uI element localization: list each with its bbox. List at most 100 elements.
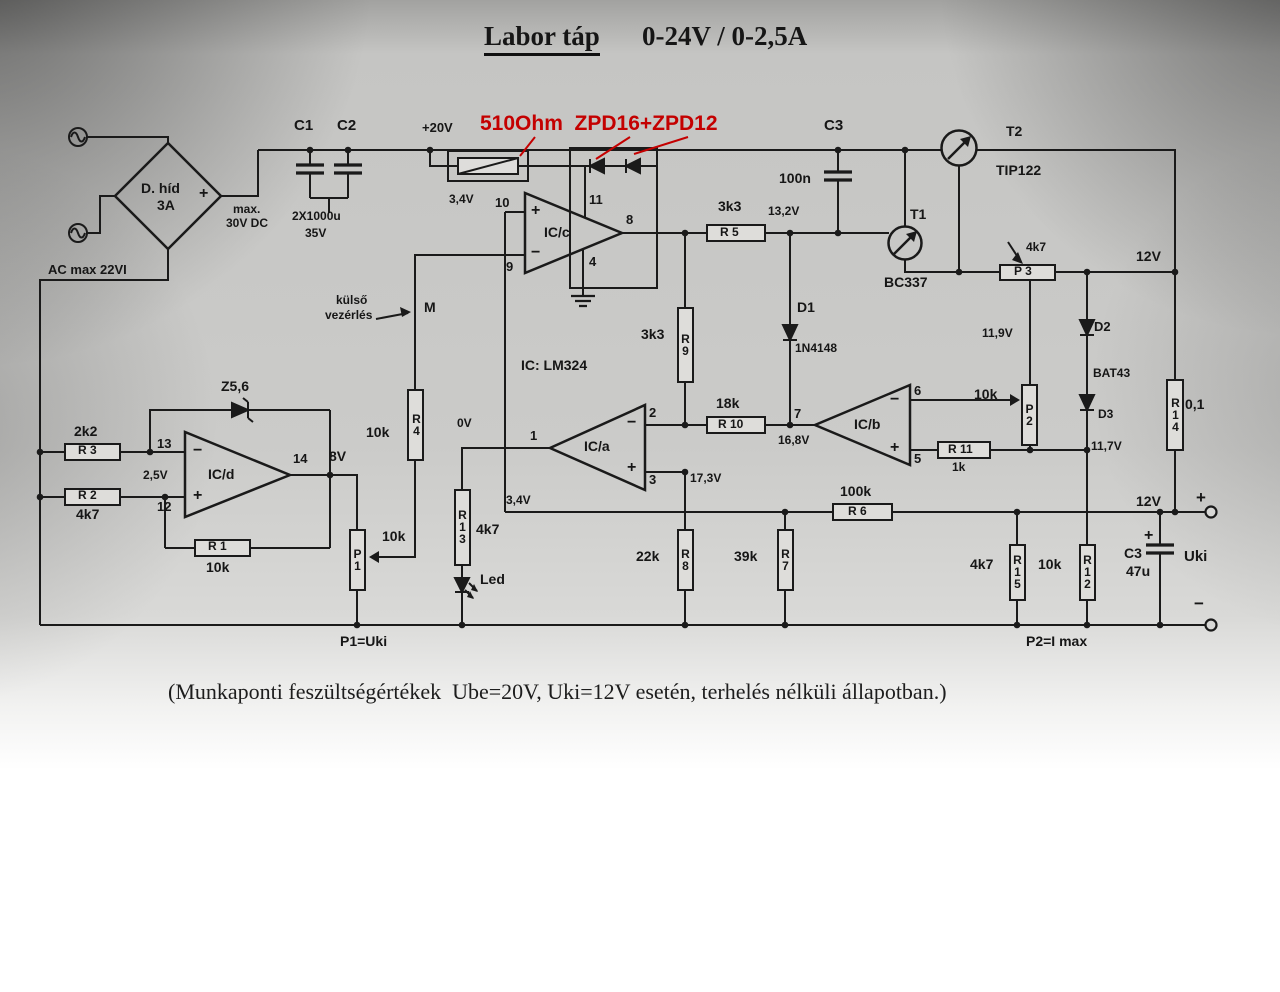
r3-box bbox=[64, 443, 121, 461]
r15-box bbox=[1009, 544, 1026, 601]
r2-box bbox=[64, 488, 121, 506]
bridge-rectifier bbox=[113, 141, 223, 251]
r9-box bbox=[677, 307, 694, 383]
p1-pot-box bbox=[349, 529, 366, 591]
icc-pin11: 11 bbox=[589, 192, 603, 207]
junction-dots bbox=[36, 146, 1179, 629]
v20-label: +20V bbox=[422, 120, 453, 135]
bridge-plus-sign: + bbox=[199, 185, 209, 202]
r14-ref: R14 bbox=[1171, 396, 1180, 435]
bridge-name: D. híd bbox=[141, 180, 180, 196]
opamp-triangles bbox=[183, 191, 912, 519]
ica-pin2: 2 bbox=[649, 405, 657, 420]
r6-value: 100k bbox=[840, 483, 872, 499]
icb-pin7: 7 bbox=[794, 406, 802, 421]
c1-label: C1 bbox=[294, 117, 314, 134]
ica-plus-sign: + bbox=[627, 459, 637, 476]
t1-label: T1 bbox=[910, 206, 927, 222]
p1-function-note: P1=Uki bbox=[340, 633, 388, 649]
c1c2-voltage: 35V bbox=[305, 226, 327, 240]
r15-ref: R15 bbox=[1013, 553, 1022, 592]
ica-minus-sign: − bbox=[627, 414, 637, 431]
icb-pin5: 5 bbox=[914, 451, 922, 466]
icb-pin6: 6 bbox=[914, 383, 922, 398]
r11-ref: R 11 bbox=[948, 442, 973, 456]
r8-value: 22k bbox=[636, 548, 660, 564]
footer-note: (Munkaponti feszültségértékek Ube=20V, U… bbox=[168, 679, 947, 704]
d2-label: D2 bbox=[1094, 319, 1111, 334]
bridge-rating: 3A bbox=[157, 197, 175, 213]
ac-source-icons bbox=[68, 127, 88, 243]
p1-value: 10k bbox=[382, 528, 406, 544]
schematic-title: Labor táp bbox=[484, 21, 600, 56]
r14-value: 0,1 bbox=[1185, 396, 1205, 412]
t1-type: BC337 bbox=[884, 274, 928, 290]
r12-ref: R12 bbox=[1083, 553, 1092, 592]
c3a-label: C3 bbox=[824, 117, 844, 134]
r4-box bbox=[407, 389, 424, 461]
red-leader-lines bbox=[519, 136, 689, 160]
r15-value: 4k7 bbox=[970, 556, 994, 572]
r8-ref: R8 bbox=[681, 547, 690, 574]
ac-input-note: AC max 22VI bbox=[48, 262, 127, 277]
r1-box bbox=[194, 539, 251, 557]
icc-minus-sign: − bbox=[531, 244, 541, 261]
r14-box bbox=[1166, 379, 1184, 451]
icd-pin13: 13 bbox=[157, 436, 172, 451]
r7-ref: R7 bbox=[781, 547, 790, 574]
r13-box bbox=[454, 489, 471, 566]
r7-box bbox=[777, 529, 794, 591]
icb-opamp-icon bbox=[811, 383, 912, 467]
r5-ref: R 5 bbox=[720, 225, 739, 239]
output-minus-sign: − bbox=[1194, 594, 1204, 613]
external-control-line2: vezérlés bbox=[325, 308, 373, 322]
capacitor-plates bbox=[296, 163, 1174, 555]
r11-value: 1k bbox=[952, 460, 966, 474]
p1-ref: P1 bbox=[353, 547, 362, 574]
icb-name: IC/b bbox=[854, 416, 881, 432]
c3b-plus-sign: + bbox=[1144, 527, 1154, 544]
c2-label: C2 bbox=[337, 117, 357, 134]
p3-value: 4k7 bbox=[1026, 240, 1047, 254]
icd-pin14: 14 bbox=[293, 451, 308, 466]
r5-value: 3k3 bbox=[718, 198, 742, 214]
r2-ref: R 2 bbox=[78, 488, 97, 502]
r10-box bbox=[706, 416, 766, 434]
r1-ref: R 1 bbox=[208, 539, 227, 553]
r1-value: 10k bbox=[206, 559, 230, 575]
icc-pin4: 4 bbox=[589, 254, 597, 269]
external-control-line1: külső bbox=[336, 293, 368, 307]
r6-box bbox=[832, 503, 893, 521]
led-icon bbox=[453, 577, 471, 595]
z56-zener-icon bbox=[231, 401, 251, 419]
feedback-v34-label: 3,4V bbox=[506, 493, 531, 507]
r3-value: 2k2 bbox=[74, 423, 98, 439]
d2-diode-icon bbox=[1078, 319, 1096, 338]
icc-opamp-icon bbox=[523, 191, 626, 275]
led-label: Led bbox=[480, 571, 505, 587]
icd-out-voltage: 8V bbox=[329, 448, 347, 464]
icd-opamp-icon bbox=[183, 430, 294, 519]
transistor-icons bbox=[887, 129, 978, 261]
output-terminals bbox=[1204, 505, 1218, 632]
r7-value: 39k bbox=[734, 548, 758, 564]
t2-transistor-icon bbox=[940, 129, 978, 167]
v12-top-label: 12V bbox=[1136, 248, 1161, 264]
icc-pin10: 10 bbox=[495, 195, 510, 210]
p2-value: 10k bbox=[974, 386, 998, 402]
ica-name: IC/a bbox=[584, 438, 610, 454]
r8-box bbox=[677, 529, 694, 591]
p3-pot-box bbox=[999, 264, 1056, 281]
ica-v0-label: 0V bbox=[457, 416, 472, 430]
icb-minus-sign: − bbox=[890, 391, 900, 408]
output-plus-sign: + bbox=[1196, 488, 1206, 507]
d1-diode-icon bbox=[781, 324, 799, 343]
p2-pot-box bbox=[1021, 384, 1038, 446]
r13-ref: R13 bbox=[458, 508, 467, 547]
p3-ref: P 3 bbox=[1014, 264, 1032, 278]
v117-label: 11,7V bbox=[1091, 439, 1122, 453]
icd-plus-sign: + bbox=[193, 487, 203, 504]
p2-ref: P2 bbox=[1025, 402, 1034, 429]
ica-pin1: 1 bbox=[530, 428, 538, 443]
